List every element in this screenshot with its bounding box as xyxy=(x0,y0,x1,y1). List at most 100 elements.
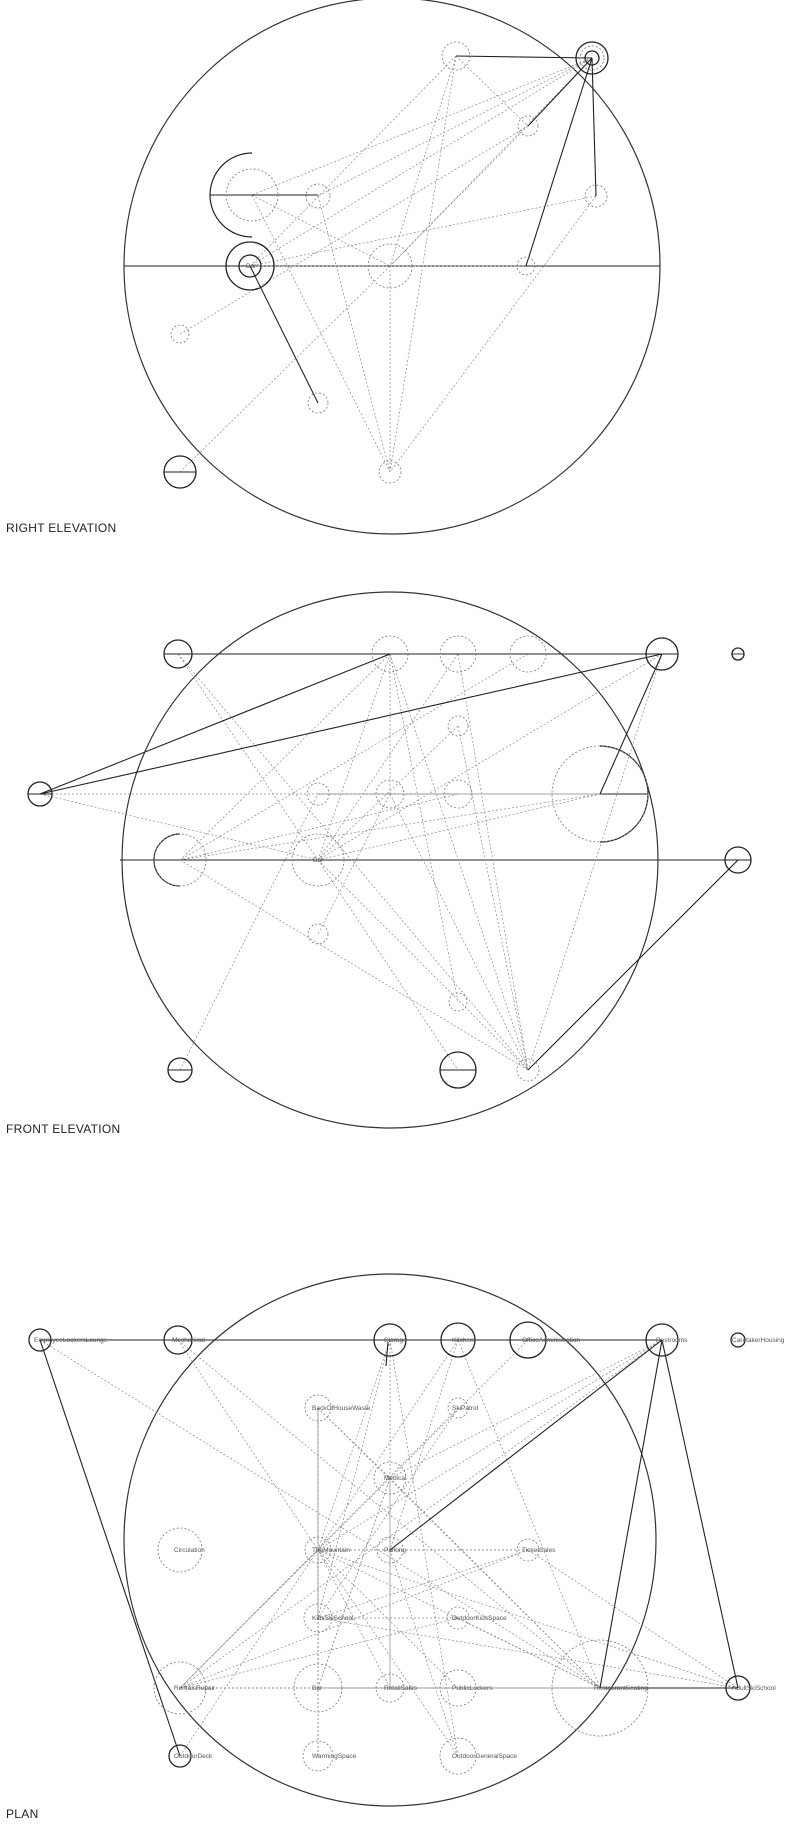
right-node-restrooms-ring xyxy=(575,41,609,75)
right-dashed-link xyxy=(251,57,593,196)
right-node-east xyxy=(584,184,608,208)
front-dashed-link xyxy=(457,653,529,1071)
front-node-circ xyxy=(153,833,207,887)
plan-label-adult-ski-school: AdultSkiSchool xyxy=(732,1685,776,1692)
plan-dashed-link xyxy=(317,1339,391,1551)
front-dashed-link xyxy=(317,725,459,861)
right-solid-link xyxy=(525,57,593,267)
plan-node-circ xyxy=(157,1527,203,1573)
plan-label-restrooms: Restrooms xyxy=(656,1337,688,1344)
plan-dashed-link xyxy=(389,1339,459,1551)
front-node-ws xyxy=(448,992,468,1012)
front-node-kit xyxy=(439,635,477,673)
plan-node-ws xyxy=(302,1740,334,1772)
front-dashed-link xyxy=(317,859,459,1071)
right-dashed-link xyxy=(251,194,391,473)
plan-label-kids-ski-school: KidsSkiSchool xyxy=(312,1615,354,1622)
right-dashed-link xyxy=(389,55,457,267)
plan-solid-link xyxy=(389,1339,663,1551)
front-node-sp xyxy=(447,715,469,737)
plan-label-caretaker-housing: CaretakerHousing xyxy=(732,1337,785,1344)
plan-solid-link xyxy=(385,1341,389,1367)
right-elevation-title: RIGHT ELEVATION xyxy=(6,521,117,535)
plan-label-bar: Bar xyxy=(312,1685,323,1692)
plan-node-rsg xyxy=(551,1639,649,1737)
front-node-ok xyxy=(443,779,473,809)
plan-label-restaurant-seating: RestaurantSeating xyxy=(594,1685,648,1692)
plan-solid-link xyxy=(599,1339,663,1689)
plan-label-circulation: Circulation xyxy=(174,1547,205,1554)
front-dashed-link xyxy=(179,793,319,1071)
right-dashed-link xyxy=(389,55,457,473)
front-dashed-link xyxy=(389,653,529,1071)
right-elevation-view: Bar xyxy=(123,0,661,535)
right-dashed-link xyxy=(389,125,529,267)
front-label-bar: Bar xyxy=(313,857,324,864)
front-dashed-link xyxy=(317,859,529,1071)
plan-node-boh xyxy=(304,1394,332,1422)
plan-node-tick xyxy=(516,1538,540,1562)
right-dashed-link xyxy=(251,194,391,267)
plan-label-warming-space: WarmingSpace xyxy=(312,1753,357,1760)
plan-dashed-link xyxy=(177,1339,601,1689)
plan-node-stor xyxy=(373,1323,407,1357)
plan-dashed-link xyxy=(317,1339,459,1551)
plan-dashed-link xyxy=(527,1549,739,1689)
plan-node-kit xyxy=(440,1322,476,1358)
plan-dashed-link xyxy=(389,1477,601,1689)
plan-label-office-administration: OfficeAdministration xyxy=(522,1337,580,1344)
plan-node-pl xyxy=(439,1669,477,1707)
plan-dashed-link xyxy=(457,1339,601,1689)
front-solid-link xyxy=(599,653,663,795)
plan-node-rest xyxy=(645,1323,679,1357)
right-node-small xyxy=(305,183,331,209)
right-dashed-link xyxy=(249,195,597,267)
front-dashed-link xyxy=(179,793,459,861)
plan-label-storage: Storage xyxy=(384,1337,407,1344)
plan-label-rentals-repair: RentalsRepair xyxy=(174,1685,216,1692)
front-dashed-link xyxy=(179,653,391,861)
plan-dashed-link xyxy=(317,1549,739,1689)
front-dashed-link xyxy=(317,653,459,861)
right-solid-link xyxy=(527,57,593,127)
plan-dashed-link xyxy=(179,1549,319,1689)
plan-dashed-link xyxy=(389,1549,459,1757)
plan-boundary-circle xyxy=(123,1273,657,1807)
plan-dashed-link xyxy=(179,1617,459,1689)
plan-label-parking: Parking xyxy=(384,1547,406,1554)
right-dashed-link xyxy=(455,55,529,127)
plan-node-bar xyxy=(293,1663,343,1713)
right-node-bottom xyxy=(378,460,402,484)
plan-node-rr xyxy=(153,1661,207,1715)
plan-dashed-link xyxy=(317,1549,529,1619)
right-solid-link xyxy=(455,55,593,59)
right-boundary-circle xyxy=(123,0,661,535)
right-dashed-link xyxy=(389,195,597,473)
right-node-low xyxy=(307,392,329,414)
right-node-top xyxy=(441,41,471,71)
plan-solid-link xyxy=(661,1339,739,1689)
plan-node-care xyxy=(730,1332,746,1348)
plan-dashed-link xyxy=(317,1617,739,1689)
plan-node-oks xyxy=(446,1606,470,1630)
plan-dashed-link xyxy=(179,1549,319,1757)
plan-label-ticket-sales: TicketSales xyxy=(522,1547,556,1554)
plan-dashed-link xyxy=(39,1339,601,1689)
right-label-bar: Bar xyxy=(246,263,257,270)
front-dashed-link xyxy=(389,793,529,1071)
right-node-bar xyxy=(225,241,275,291)
right-solid-link xyxy=(591,57,597,197)
front-node-bar xyxy=(291,833,345,887)
front-dashed-link xyxy=(389,653,459,1003)
plan-node-off xyxy=(509,1321,547,1359)
right-node-center xyxy=(367,243,413,289)
plan-node-ad xyxy=(725,1675,751,1701)
front-solid-link xyxy=(39,653,391,795)
plan-node-kss xyxy=(303,1603,333,1633)
plan-label-back-of-house-waste: BackOfHouseWaste xyxy=(312,1405,371,1412)
right-node-restrooms xyxy=(579,45,605,71)
right-node-large-west xyxy=(225,168,279,222)
plan-node-emp xyxy=(28,1328,52,1352)
plan-node-rs xyxy=(375,1673,405,1703)
